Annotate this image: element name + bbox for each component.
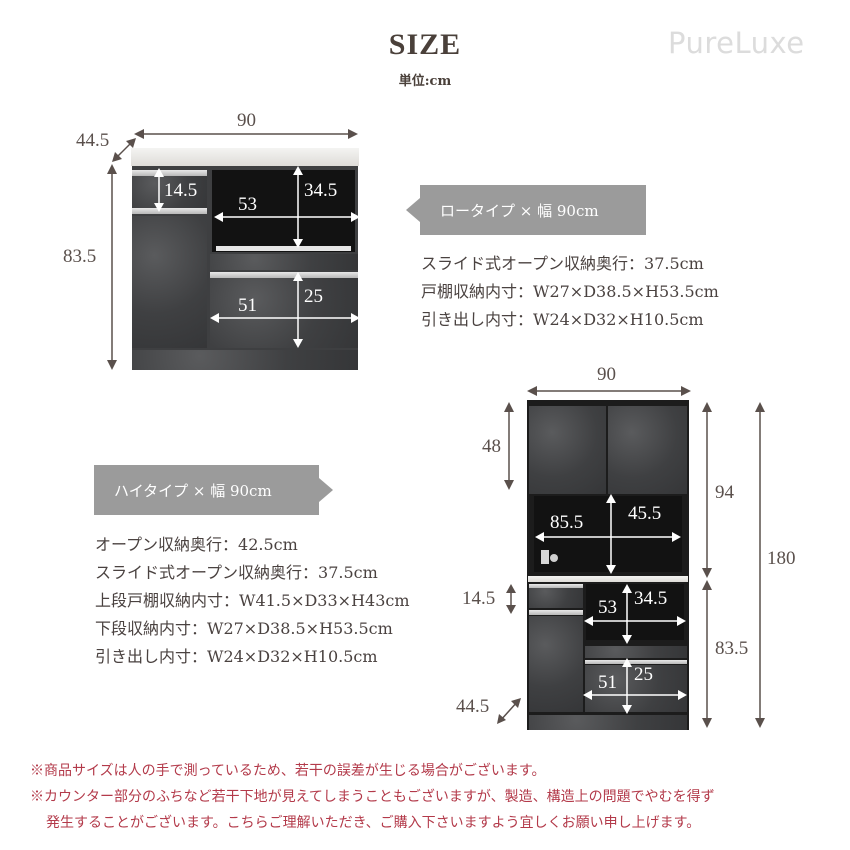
high-drawer bbox=[585, 665, 687, 712]
low-plinth bbox=[132, 350, 358, 370]
high-type-tag: ハイタイプ × 幅 90cm bbox=[94, 465, 333, 515]
high-drawer-top-label: 14.5 bbox=[462, 588, 496, 609]
high-drawer-width-arrow-icon bbox=[583, 690, 687, 700]
high-left-drawer bbox=[529, 584, 583, 608]
low-type-specs: スライド式オープン収納奥行：37.5cm 戸棚収納内寸：W27×D38.5×H5… bbox=[421, 250, 719, 334]
low-type-tag-label: ロータイプ × 幅 90cm bbox=[420, 185, 646, 235]
low-left-handle-top bbox=[132, 170, 207, 176]
high-lower-open-shelf bbox=[586, 584, 684, 640]
low-drawer-width-label: 51 bbox=[238, 295, 257, 316]
high-drawer-height-label: 25 bbox=[634, 664, 653, 685]
high-depth-label: 44.5 bbox=[456, 696, 490, 717]
low-spec-item: 引き出し内寸：W24×D32×H10.5cm bbox=[421, 310, 704, 329]
high-type-diagram: 90 48 14.5 44.5 94 83.5 bbox=[440, 360, 840, 740]
high-type-specs: オープン収納奥行：42.5cm スライド式オープン収納奥行：37.5cm 上段戸… bbox=[95, 531, 410, 671]
unit-label: 単位:cm bbox=[398, 74, 452, 89]
low-drawer-height-label: 25 bbox=[304, 286, 323, 307]
note-line: ※商品サイズは人の手で測っているため、若干の誤差が生じる場合がございます。 bbox=[30, 763, 546, 779]
high-upper-total-label: 94 bbox=[715, 482, 734, 503]
high-upper-door-right bbox=[608, 406, 687, 494]
low-width-arrow-icon bbox=[134, 129, 358, 139]
high-open-shelf bbox=[534, 496, 682, 572]
high-open-height-label: 45.5 bbox=[628, 503, 662, 524]
note-line: ※カウンター部分のふちなど若干下地が見えてしまうこともございますが、製造、構造上… bbox=[30, 789, 715, 805]
high-type-tag-label: ハイタイプ × 幅 90cm bbox=[94, 465, 319, 515]
high-outlet-plug-icon bbox=[550, 554, 558, 562]
low-height-arrow-icon bbox=[107, 164, 117, 370]
high-left-handle bbox=[529, 610, 583, 615]
high-countertop bbox=[528, 576, 688, 582]
low-drawer-height-arrow-icon bbox=[293, 272, 303, 348]
high-open-width-arrow-icon bbox=[535, 532, 681, 542]
page-title: SIZE bbox=[388, 28, 462, 61]
low-spec-item: スライド式オープン収納奥行：37.5cm bbox=[421, 254, 704, 273]
high-lower-open-height-arrow-icon bbox=[622, 584, 632, 644]
low-drawer-top-label: 14.5 bbox=[164, 180, 198, 201]
low-height-label: 83.5 bbox=[63, 246, 97, 267]
high-spec-item: オープン収納奥行：42.5cm bbox=[95, 535, 298, 554]
high-lower-height-arrow-icon bbox=[702, 580, 712, 728]
high-lower-open-height-label: 34.5 bbox=[634, 588, 668, 609]
high-outlet-icon bbox=[541, 550, 549, 564]
high-upper-door-left bbox=[529, 406, 606, 494]
low-drawer-top-arrow-icon bbox=[154, 168, 164, 212]
brand-logo: PureLuxe bbox=[668, 26, 805, 60]
low-open-width-arrow-icon bbox=[214, 212, 360, 222]
high-lower-open-width-label: 53 bbox=[598, 597, 617, 618]
low-left-door bbox=[132, 216, 207, 348]
low-slide-tray bbox=[216, 246, 351, 251]
high-depth-arrow-icon bbox=[497, 698, 521, 724]
high-lower-open-width-arrow-icon bbox=[584, 616, 686, 626]
high-plinth bbox=[529, 715, 687, 730]
high-upper-height-arrow-icon bbox=[504, 402, 514, 490]
high-drawer-width-label: 51 bbox=[598, 672, 617, 693]
low-depth-label: 44.5 bbox=[76, 130, 110, 151]
high-width-arrow-icon bbox=[527, 386, 691, 396]
high-left-handle-top bbox=[529, 584, 583, 588]
disclaimer-notes: ※商品サイズは人の手で測っているため、若干の誤差が生じる場合がございます。 ※カ… bbox=[30, 758, 715, 836]
note-line: 発生することがございます。こちらご理解いただき、ご購入下さいますよう宜しくお願い… bbox=[46, 815, 701, 831]
high-total-height-arrow-icon bbox=[755, 402, 765, 728]
low-type-tag: ロータイプ × 幅 90cm bbox=[406, 185, 646, 235]
high-spec-item: 引き出し内寸：W24×D32×H10.5cm bbox=[95, 647, 378, 666]
high-width-label: 90 bbox=[597, 364, 616, 385]
high-total-height-label: 180 bbox=[767, 548, 796, 569]
high-spec-item: 上段戸棚収納内寸：W41.5×D33×H43cm bbox=[95, 591, 410, 610]
low-countertop bbox=[131, 148, 359, 166]
low-left-drawer bbox=[132, 170, 207, 214]
high-spec-item: 下段収納内寸：W27×D38.5×H53.5cm bbox=[95, 619, 393, 638]
high-upper-height-label: 48 bbox=[482, 436, 501, 457]
low-open-shelf bbox=[212, 170, 355, 252]
low-open-width-label: 53 bbox=[238, 194, 257, 215]
high-lower-height-label: 83.5 bbox=[715, 638, 749, 659]
high-drawer-height-arrow-icon bbox=[622, 658, 632, 714]
low-open-height-label: 34.5 bbox=[304, 180, 338, 201]
low-spec-item: 戸棚収納内寸：W27×D38.5×H53.5cm bbox=[421, 282, 719, 301]
high-open-width-label: 85.5 bbox=[550, 512, 584, 533]
low-drawer-handle bbox=[210, 272, 358, 278]
tag-pointer-right-icon bbox=[319, 478, 333, 502]
high-left-door bbox=[529, 616, 583, 712]
low-slide-front bbox=[210, 254, 358, 270]
low-width-label: 90 bbox=[237, 110, 256, 131]
low-drawer bbox=[210, 278, 358, 348]
high-drawer-handle bbox=[585, 660, 687, 664]
low-open-height-arrow-icon bbox=[293, 166, 303, 248]
low-cabinet-body bbox=[132, 166, 358, 370]
high-slide-front bbox=[585, 646, 687, 658]
low-type-diagram: 90 44.5 83.5 14.5 34.5 bbox=[0, 0, 420, 380]
high-upper-total-arrow-icon bbox=[702, 402, 712, 578]
low-left-handle bbox=[132, 208, 207, 214]
low-depth-arrow-icon bbox=[112, 138, 136, 162]
high-open-height-arrow-icon bbox=[606, 494, 616, 574]
high-spec-item: スライド式オープン収納奥行：37.5cm bbox=[95, 563, 378, 582]
high-drawer-top-arrow-icon bbox=[506, 584, 516, 614]
low-drawer-width-arrow-icon bbox=[210, 313, 360, 323]
tag-pointer-left-icon bbox=[406, 198, 420, 222]
